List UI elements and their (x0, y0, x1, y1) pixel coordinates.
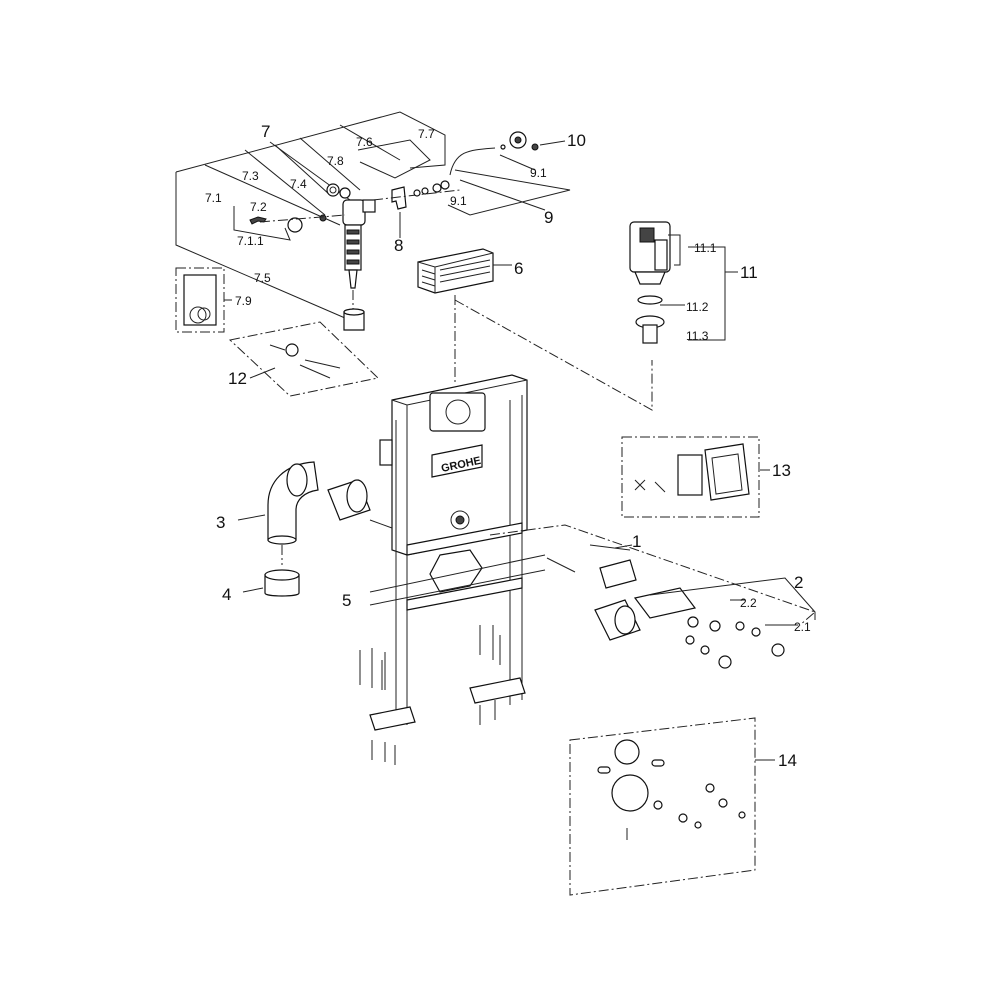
callout-8: 8 (394, 236, 403, 255)
callout-11-1: 11.1 (694, 241, 717, 255)
callout-11: 11 (740, 263, 758, 282)
callout-2: 2 (794, 573, 803, 592)
callout-4: 4 (222, 585, 231, 604)
hose-9 (413, 131, 571, 216)
actuator-kit-13 (621, 436, 770, 518)
callout-3: 3 (216, 513, 225, 532)
callout-7-2: 7.2 (250, 200, 267, 214)
callout-7-5: 7.5 (254, 271, 271, 285)
callout-9-1b: 9.1 (450, 194, 467, 208)
callout-labels: 7 7.6 7.7 7.8 10 9.1 9.1 9 7.3 7.4 7.1 7… (205, 122, 811, 770)
flush-bend-3 (237, 461, 393, 545)
callout-12: 12 (228, 369, 247, 388)
callout-9: 9 (544, 208, 553, 227)
callout-2-1: 2.1 (794, 620, 811, 634)
callout-7-3: 7.3 (242, 169, 259, 183)
callout-7-8: 7.8 (327, 154, 344, 168)
callout-7-9: 7.9 (235, 294, 252, 308)
callout-11-3: 11.3 (686, 329, 709, 343)
installation-frame: GROHE (369, 374, 528, 731)
callout-11-2: 11.2 (686, 300, 709, 314)
flush-valve-11 (629, 221, 738, 344)
callout-6: 6 (514, 259, 523, 278)
callout-1: 1 (632, 532, 641, 551)
fill-valve (249, 183, 376, 331)
fixing-set-12 (228, 321, 380, 397)
callout-13: 13 (772, 461, 791, 480)
cistern-6 (417, 248, 653, 411)
callout-7-1-1: 7.1.1 (237, 234, 264, 248)
callout-5: 5 (342, 591, 351, 610)
callout-7-7: 7.7 (418, 127, 435, 141)
callout-10: 10 (567, 131, 586, 150)
callout-14: 14 (778, 751, 797, 770)
pipe-set-2 (369, 524, 816, 669)
callout-7-1: 7.1 (205, 191, 222, 205)
sound-insulation-14 (569, 717, 775, 896)
seal-kit-7-9 (175, 267, 232, 333)
connector-4 (242, 545, 300, 597)
group-7-brackets (175, 111, 446, 319)
callout-9-1a: 9.1 (530, 166, 547, 180)
callout-7: 7 (261, 122, 270, 141)
callout-7-6: 7.6 (356, 135, 373, 149)
callout-2-2: 2.2 (740, 596, 757, 610)
callout-7-4: 7.4 (290, 177, 307, 191)
bracket-8 (391, 186, 407, 210)
anchor-bolts (359, 625, 501, 765)
